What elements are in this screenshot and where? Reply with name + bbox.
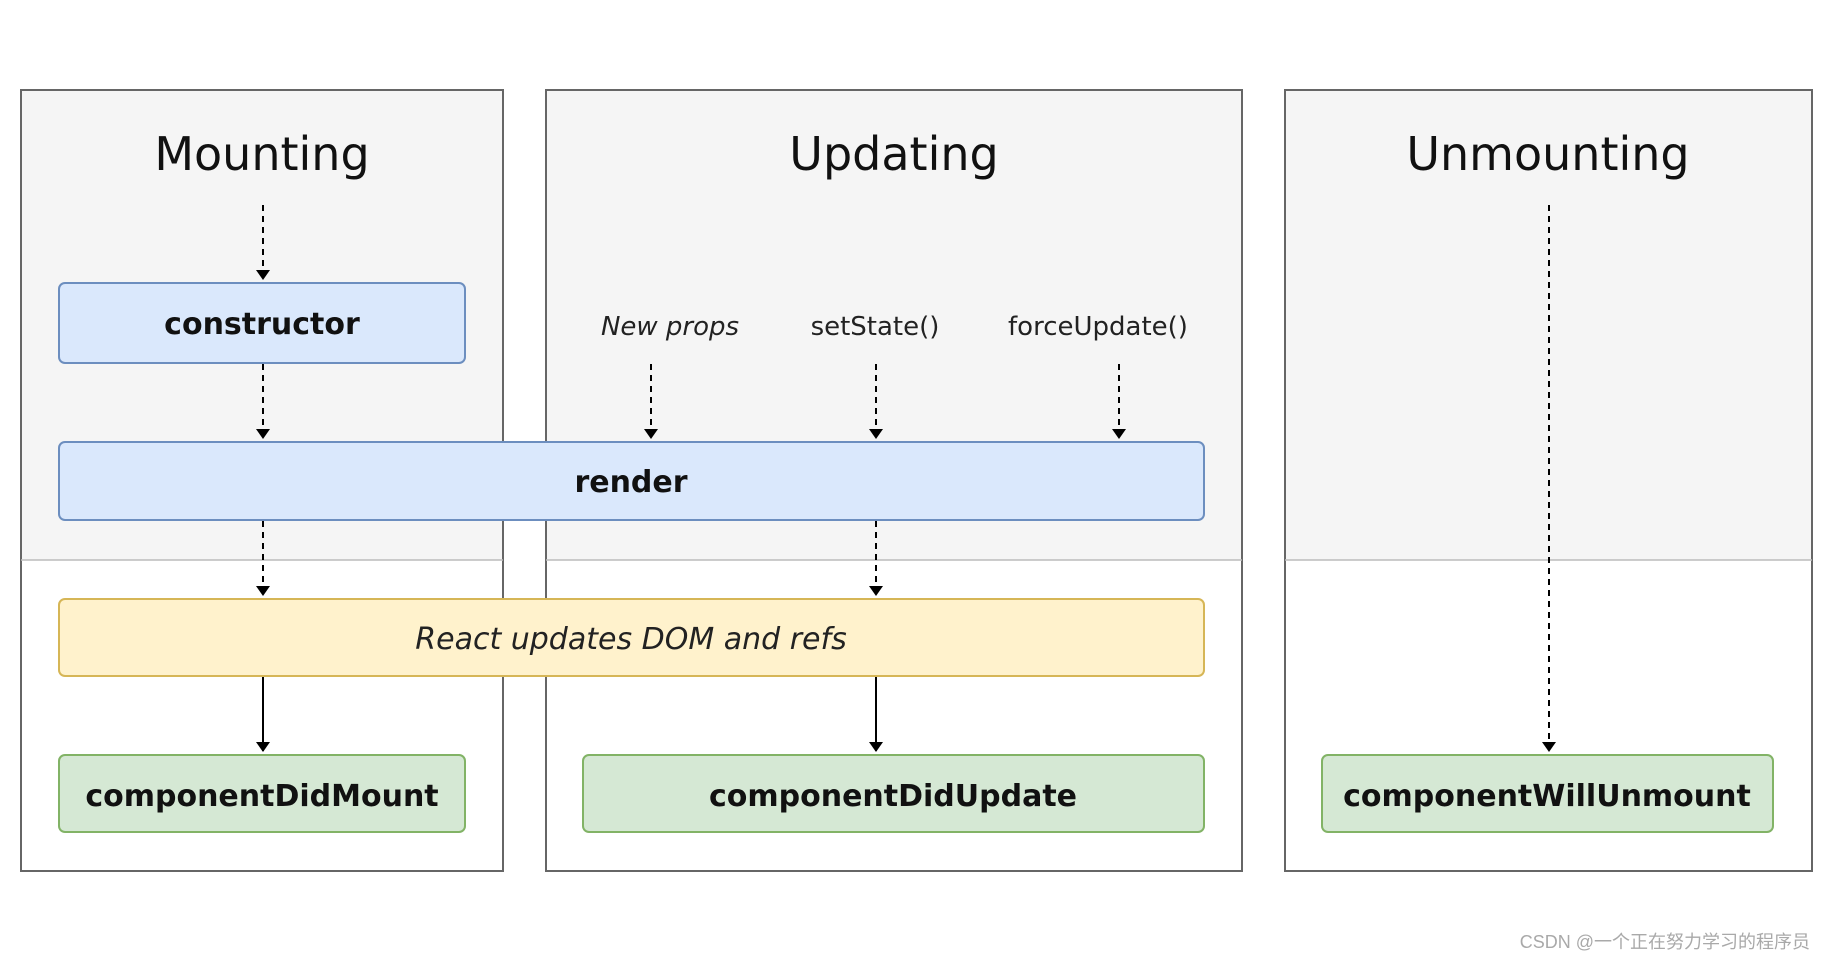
component-did-mount-label: componentDidMount — [85, 779, 438, 814]
react-updates-label: React updates DOM and refs — [415, 622, 846, 657]
render-node: render — [58, 441, 1205, 521]
force-update-label: forceUpdate() — [1008, 312, 1188, 342]
component-did-mount-node: componentDidMount — [58, 754, 466, 833]
component-did-update-label: componentDidUpdate — [709, 779, 1077, 814]
set-state-label: setState() — [811, 312, 940, 342]
unmounting-title: Unmounting — [1406, 127, 1689, 181]
updating-title: Updating — [789, 127, 998, 181]
constructor-label: constructor — [164, 307, 360, 342]
component-will-unmount-node: componentWillUnmount — [1321, 754, 1774, 833]
component-will-unmount-label: componentWillUnmount — [1343, 779, 1751, 814]
arrows — [256, 205, 1556, 752]
mounting-title: Mounting — [154, 127, 369, 181]
react-updates-node: React updates DOM and refs — [58, 598, 1205, 677]
component-did-update-node: componentDidUpdate — [582, 754, 1205, 833]
constructor-node: constructor — [58, 282, 466, 364]
render-label: render — [574, 465, 687, 500]
new-props-label: New props — [601, 312, 739, 342]
csdn-watermark: CSDN @一个正在努力学习的程序员 — [1520, 932, 1810, 952]
